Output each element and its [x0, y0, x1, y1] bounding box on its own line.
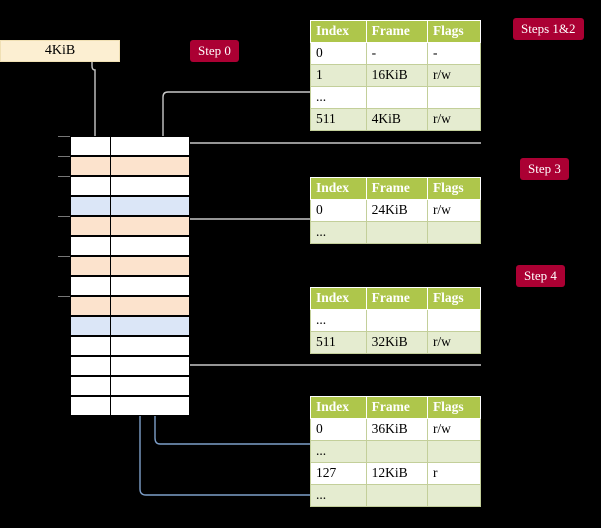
memory-frame-tick: [58, 156, 70, 157]
column-header: Frame: [365, 287, 428, 310]
column-header: Frame: [365, 20, 428, 43]
source-frame-box: 4KiB: [0, 40, 120, 62]
table-cell: 32KiB: [365, 331, 428, 354]
memory-frame-tick: [58, 256, 70, 257]
table-cell: ...: [310, 309, 367, 332]
table-cell: r/w: [426, 199, 482, 222]
memory-frame-row: [70, 376, 190, 396]
table-cell: 0: [310, 199, 367, 222]
table-row[interactable]: ...: [310, 484, 482, 507]
memory-frame-row: [70, 176, 190, 196]
table-cell: [365, 440, 428, 463]
table-cell: ...: [310, 86, 367, 109]
table-cell: [365, 221, 428, 244]
column-header: Flags: [426, 287, 482, 310]
memory-frame-row: [70, 296, 190, 316]
table-cell: [365, 86, 428, 109]
table-cell: 0: [310, 418, 367, 441]
step-badge-step-0: Step 0: [190, 40, 239, 62]
table-cell: r/w: [426, 331, 482, 354]
memory-frame-row: [70, 276, 190, 296]
step-badge-step-4: Step 4: [516, 265, 565, 287]
step-badge-steps-1-2: Steps 1&2: [513, 18, 584, 40]
table-cell: [365, 309, 428, 332]
column-header: Index: [310, 287, 367, 310]
link-table1-row511-to-memory: [145, 142, 481, 155]
table-cell: ...: [310, 440, 367, 463]
memory-frame-tick: [58, 176, 70, 177]
memory-frame-row: [70, 356, 190, 376]
column-header: Flags: [426, 396, 482, 419]
table-cell: -: [426, 42, 482, 65]
source-frame-label: 4KiB: [44, 43, 76, 58]
memory-frame-row: [70, 256, 190, 276]
step-badge-step-3: Step 3: [520, 158, 569, 180]
table-cell: r: [426, 462, 482, 485]
memory-frame-row: [70, 156, 190, 176]
table-cell: r/w: [426, 418, 482, 441]
column-header: Index: [310, 177, 367, 200]
column-header: Frame: [365, 177, 428, 200]
table-cell: 511: [310, 108, 367, 131]
memory-frame-row: [70, 396, 190, 416]
memory-frame-row: [70, 336, 190, 356]
table-cell: -: [365, 42, 428, 65]
table-cell: r/w: [426, 108, 482, 131]
memory-frame-tick: [58, 136, 70, 137]
memory-frame-tick: [58, 216, 70, 217]
memory-frame-tick: [58, 296, 70, 297]
table-cell: 24KiB: [365, 199, 428, 222]
table-row[interactable]: ...: [310, 440, 482, 463]
table-cell: [426, 440, 482, 463]
table-cell: 36KiB: [365, 418, 428, 441]
memory-frame-row: [70, 196, 190, 216]
table-cell: 16KiB: [365, 64, 428, 87]
table-cell: r/w: [426, 64, 482, 87]
table-cell: 4KiB: [365, 108, 428, 131]
memory-frame-row: [70, 136, 190, 156]
column-header: Flags: [426, 20, 482, 43]
table-cell: [426, 86, 482, 109]
table-cell: [365, 484, 428, 507]
table-row[interactable]: ...: [310, 309, 482, 332]
table-cell: [426, 309, 482, 332]
table-cell: [426, 221, 482, 244]
table-cell: 0: [310, 42, 367, 65]
column-header: Index: [310, 20, 367, 43]
memory-frame-row: [70, 316, 190, 336]
memory-frame-row: [70, 236, 190, 256]
column-header: Flags: [426, 177, 482, 200]
column-header: Index: [310, 396, 367, 419]
physical-memory-column: [58, 136, 190, 416]
table-row[interactable]: 0--: [310, 42, 482, 65]
table-cell: 511: [310, 331, 367, 354]
table-cell: [426, 484, 482, 507]
memory-column-divider: [110, 136, 111, 415]
table-cell: ...: [310, 484, 367, 507]
column-header: Frame: [365, 396, 428, 419]
table-row[interactable]: ...: [310, 86, 482, 109]
table-row[interactable]: ...: [310, 221, 482, 244]
table-cell: 1: [310, 64, 367, 87]
table-cell: ...: [310, 221, 367, 244]
memory-frame-row: [70, 216, 190, 236]
table-cell: 127: [310, 462, 367, 485]
table-cell: 12KiB: [365, 462, 428, 485]
